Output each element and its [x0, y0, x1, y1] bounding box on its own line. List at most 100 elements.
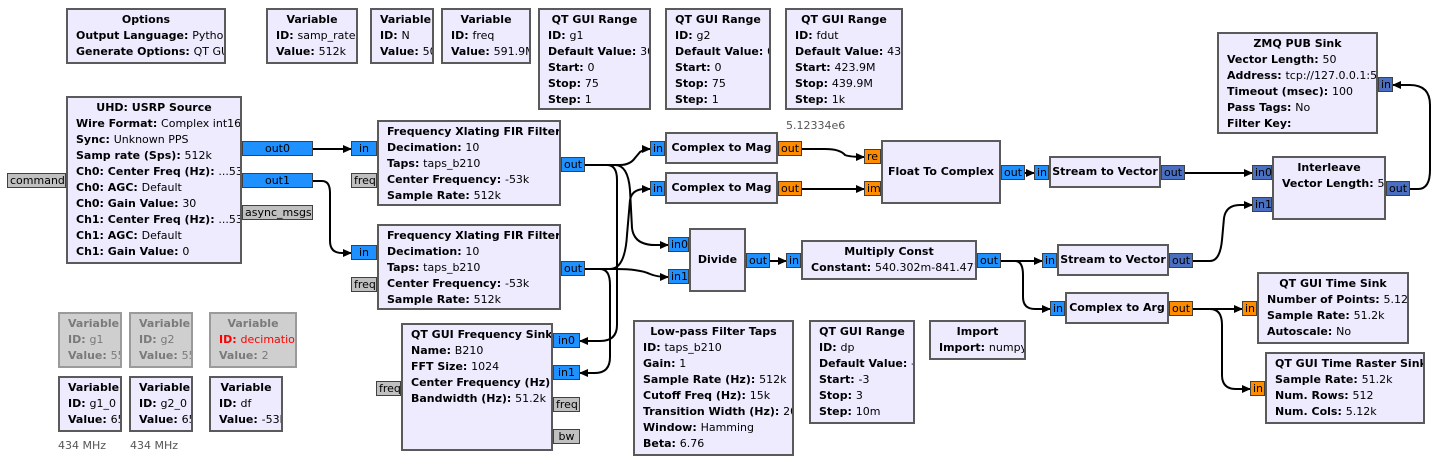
param-value: decimation: [240, 333, 297, 346]
f2c-re-port[interactable]: re: [864, 149, 881, 164]
s2v2-in-port[interactable]: in: [1042, 253, 1057, 268]
float-to-complex-block[interactable]: Float To Complex: [881, 140, 1001, 204]
param-key: Vector Length: [1227, 53, 1315, 66]
f2c-im-port[interactable]: im: [864, 181, 881, 196]
s2v1-out-port[interactable]: out: [1161, 165, 1185, 180]
param-key: Step: [548, 93, 577, 106]
c2arg-in-port[interactable]: in: [1050, 301, 1065, 316]
block-param: Step: 1k: [795, 93, 846, 106]
block-param: Sample Rate (Hz): 512k: [643, 373, 787, 386]
block-param: Start: 0: [675, 61, 722, 74]
wire-xlate1-to-mag1[interactable]: [585, 145, 651, 166]
raster-sink-in-port[interactable]: in: [1250, 381, 1265, 396]
wire-c2arg-to-rastersink[interactable]: [1193, 308, 1251, 393]
wire-mulconst-to-c2arg[interactable]: [1001, 260, 1051, 313]
block-param: Sync: Unknown PPS: [76, 133, 189, 146]
s2v2-out-port[interactable]: out: [1169, 253, 1193, 268]
param-key: Sample Rate: [387, 293, 466, 306]
usrp-async-msgs-port[interactable]: async_msgs: [242, 205, 313, 220]
divide-out-port[interactable]: out: [746, 253, 770, 268]
divide-in0-port[interactable]: in0: [668, 237, 689, 252]
interleave-in0-port[interactable]: in0: [1252, 165, 1272, 180]
xlate1-freq-port[interactable]: freq: [351, 173, 377, 188]
freq-sink-freq-out-port[interactable]: freq: [553, 397, 580, 412]
param-key: Step: [819, 405, 848, 418]
param-key: ID: [219, 333, 233, 346]
c2arg-out-port[interactable]: out: [1169, 301, 1193, 316]
xlate2-in-port[interactable]: in: [351, 245, 377, 260]
param-value: N: [401, 29, 410, 42]
wire-xlate1-to-freqsink0[interactable]: [579, 164, 618, 345]
usrp-out1-port[interactable]: out1: [242, 173, 313, 188]
wire-usrp-out1-to-xlate2[interactable]: [313, 180, 352, 257]
zmq-in-port[interactable]: in: [1378, 77, 1393, 92]
divide-in1-port[interactable]: in1: [668, 269, 689, 284]
stream-to-vector-1-block[interactable]: Stream to Vector: [1049, 156, 1161, 188]
interleave-in1-port[interactable]: in1: [1252, 197, 1272, 212]
complex-to-mag-1-block[interactable]: Complex to Mag: [665, 132, 778, 164]
freq-sink-bw-port[interactable]: bw: [553, 429, 580, 444]
wire-xlate2-to-freqsink1[interactable]: [579, 268, 611, 377]
wire-interleave-to-zmq[interactable]: [1392, 81, 1431, 190]
xlate1-in-port[interactable]: in: [351, 141, 377, 156]
mag2-out-port[interactable]: out: [778, 181, 802, 196]
xlate1-out-port[interactable]: out: [561, 157, 585, 172]
wire-s2v2-to-interleave1[interactable]: [1193, 201, 1253, 262]
complex-to-arg-block[interactable]: Complex to Arg: [1065, 292, 1169, 324]
f2c-out-port[interactable]: out: [1001, 165, 1025, 180]
mulconst-in-port[interactable]: in: [786, 253, 801, 268]
usrp-command-port[interactable]: command: [7, 173, 66, 188]
wire-mag1-to-re[interactable]: [802, 148, 865, 161]
s2v1-in-port[interactable]: in: [1034, 165, 1049, 180]
wire-xlate1-to-divide0[interactable]: [585, 164, 669, 249]
block-title: QT GUI Frequency Sink: [411, 328, 553, 341]
mag1-out-port[interactable]: out: [778, 141, 802, 156]
complex-to-mag-2-block[interactable]: Complex to Mag: [665, 172, 778, 204]
interleave-out-port[interactable]: out: [1386, 181, 1410, 196]
block-title: QT GUI Time Raster Sink: [1275, 357, 1425, 370]
param-key: Stop: [819, 389, 848, 402]
mag2-in-port[interactable]: in: [650, 181, 665, 196]
param-key: Samp rate (Sps): [76, 149, 177, 162]
param-value: Default: [141, 229, 182, 242]
stream-to-vector-2-block[interactable]: Stream to Vector: [1057, 244, 1169, 276]
mag1-in-port[interactable]: in: [650, 141, 665, 156]
block-param: Num. Rows: 512: [1275, 389, 1374, 402]
xlate2-out-port[interactable]: out: [561, 261, 585, 276]
freq-sink-in0-port[interactable]: in0: [553, 333, 580, 348]
mulconst-out-port[interactable]: out: [977, 253, 1001, 268]
xlate2-freq-port[interactable]: freq: [351, 277, 377, 292]
time-sink-in-port[interactable]: in: [1242, 301, 1257, 316]
usrp-out0-port[interactable]: out0: [242, 141, 313, 156]
wire-xlate2-to-mag2[interactable]: [585, 185, 651, 270]
divide-block[interactable]: Divide: [689, 228, 746, 292]
freq-sink-freq-in-port[interactable]: freq: [376, 381, 401, 396]
wire-xlate2-to-divide1[interactable]: [585, 268, 669, 281]
freq-sink-in1-port[interactable]: in1: [553, 365, 580, 380]
